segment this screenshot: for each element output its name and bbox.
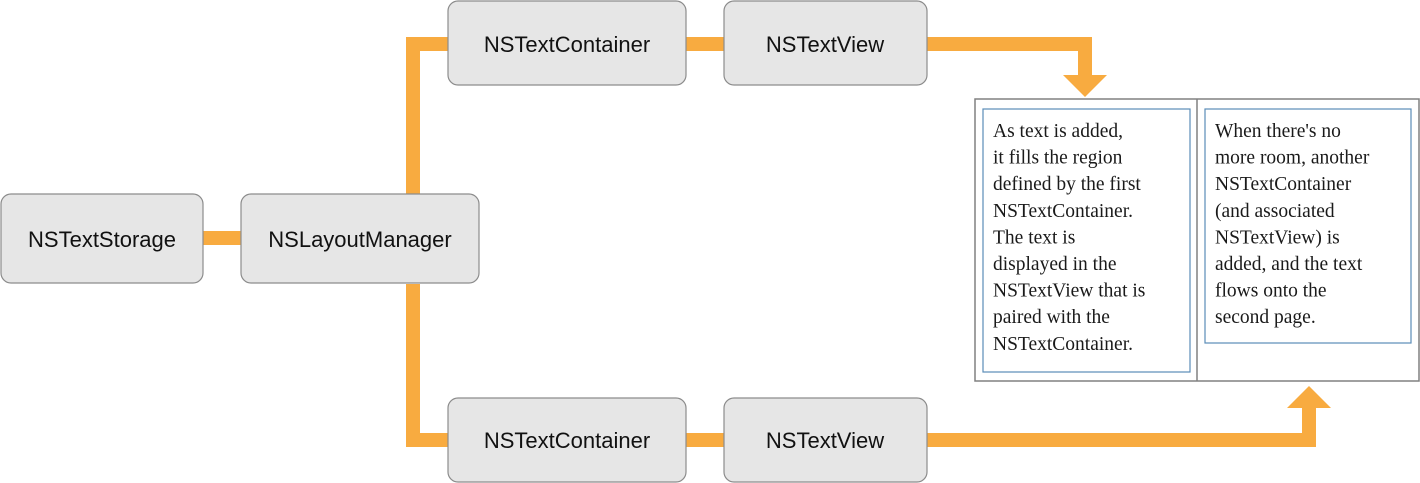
connector-container-to-view-top: [684, 37, 726, 51]
node-text-container-bottom: NSTextContainer: [447, 397, 687, 483]
node-text-view-top-label: NSTextView: [766, 32, 884, 57]
node-layout-manager-label: NSLayoutManager: [268, 227, 451, 252]
node-text-view-top: NSTextView: [723, 0, 928, 86]
node-text-storage: NSTextStorage: [0, 193, 204, 284]
page-two-text: When there's no more room, anotherNSTextC…: [1215, 121, 1370, 328]
node-text-view-bottom-label: NSTextView: [766, 428, 884, 453]
page-two-line: flows onto the: [1215, 281, 1327, 302]
page-one-line: NSTextContainer.: [993, 201, 1133, 222]
page-one-text-container: [982, 108, 1191, 373]
page-one-line: displayed in the: [993, 254, 1116, 275]
page-two-line: (and associated: [1215, 201, 1335, 222]
node-text-container-top-label: NSTextContainer: [484, 32, 650, 57]
page-one-line: defined by the first: [993, 174, 1141, 195]
page-one-line: As text is added,: [993, 121, 1123, 142]
connectors: [202, 37, 1331, 447]
connector-layout-up-vertical: [406, 37, 420, 194]
page-two-line: When there's no: [1215, 121, 1341, 142]
page-one-line: NSTextContainer.: [993, 334, 1133, 355]
connector-layout-up-horizontal: [406, 37, 450, 51]
page-two-line: more room, another: [1215, 148, 1370, 169]
connector-view-to-page-top-horizontal: [926, 37, 1092, 51]
page-one-text: As text is added, it fills the region defi…: [993, 121, 1145, 355]
node-text-view-bottom: NSTextView: [723, 397, 928, 483]
page-two-line: added, and the text: [1215, 254, 1363, 275]
page-two-line: NSTextContainer: [1215, 174, 1352, 195]
connector-view-to-page-bottom-horizontal: [926, 433, 1316, 447]
page-two-text-container: [1204, 108, 1412, 344]
connector-layout-down-vertical: [406, 284, 420, 447]
connector-view-to-page-top-vertical: [1078, 37, 1092, 77]
page-two-line: second page.: [1215, 307, 1316, 328]
connector-container-to-view-bottom: [684, 433, 726, 447]
connector-storage-to-layout: [202, 231, 242, 245]
connector-layout-down-horizontal: [406, 433, 450, 447]
page-one-line: The text is: [993, 227, 1075, 248]
pages: As text is added, it fills the region defi…: [974, 98, 1420, 382]
page-one-line: it fills the region: [993, 148, 1123, 169]
node-layout-manager: NSLayoutManager: [240, 193, 480, 284]
node-text-container-bottom-label: NSTextContainer: [484, 428, 650, 453]
page-two-line: NSTextView) is: [1215, 227, 1340, 248]
page-one-line: NSTextView that is: [993, 281, 1145, 302]
arrow-down-to-first-page: [1063, 75, 1107, 97]
arrow-up-to-second-page: [1287, 386, 1331, 408]
page-one-line: paired with the: [993, 307, 1110, 328]
connector-view-to-page-bottom-vertical: [1302, 405, 1316, 447]
node-text-container-top: NSTextContainer: [447, 0, 687, 86]
node-text-storage-label: NSTextStorage: [28, 227, 176, 252]
